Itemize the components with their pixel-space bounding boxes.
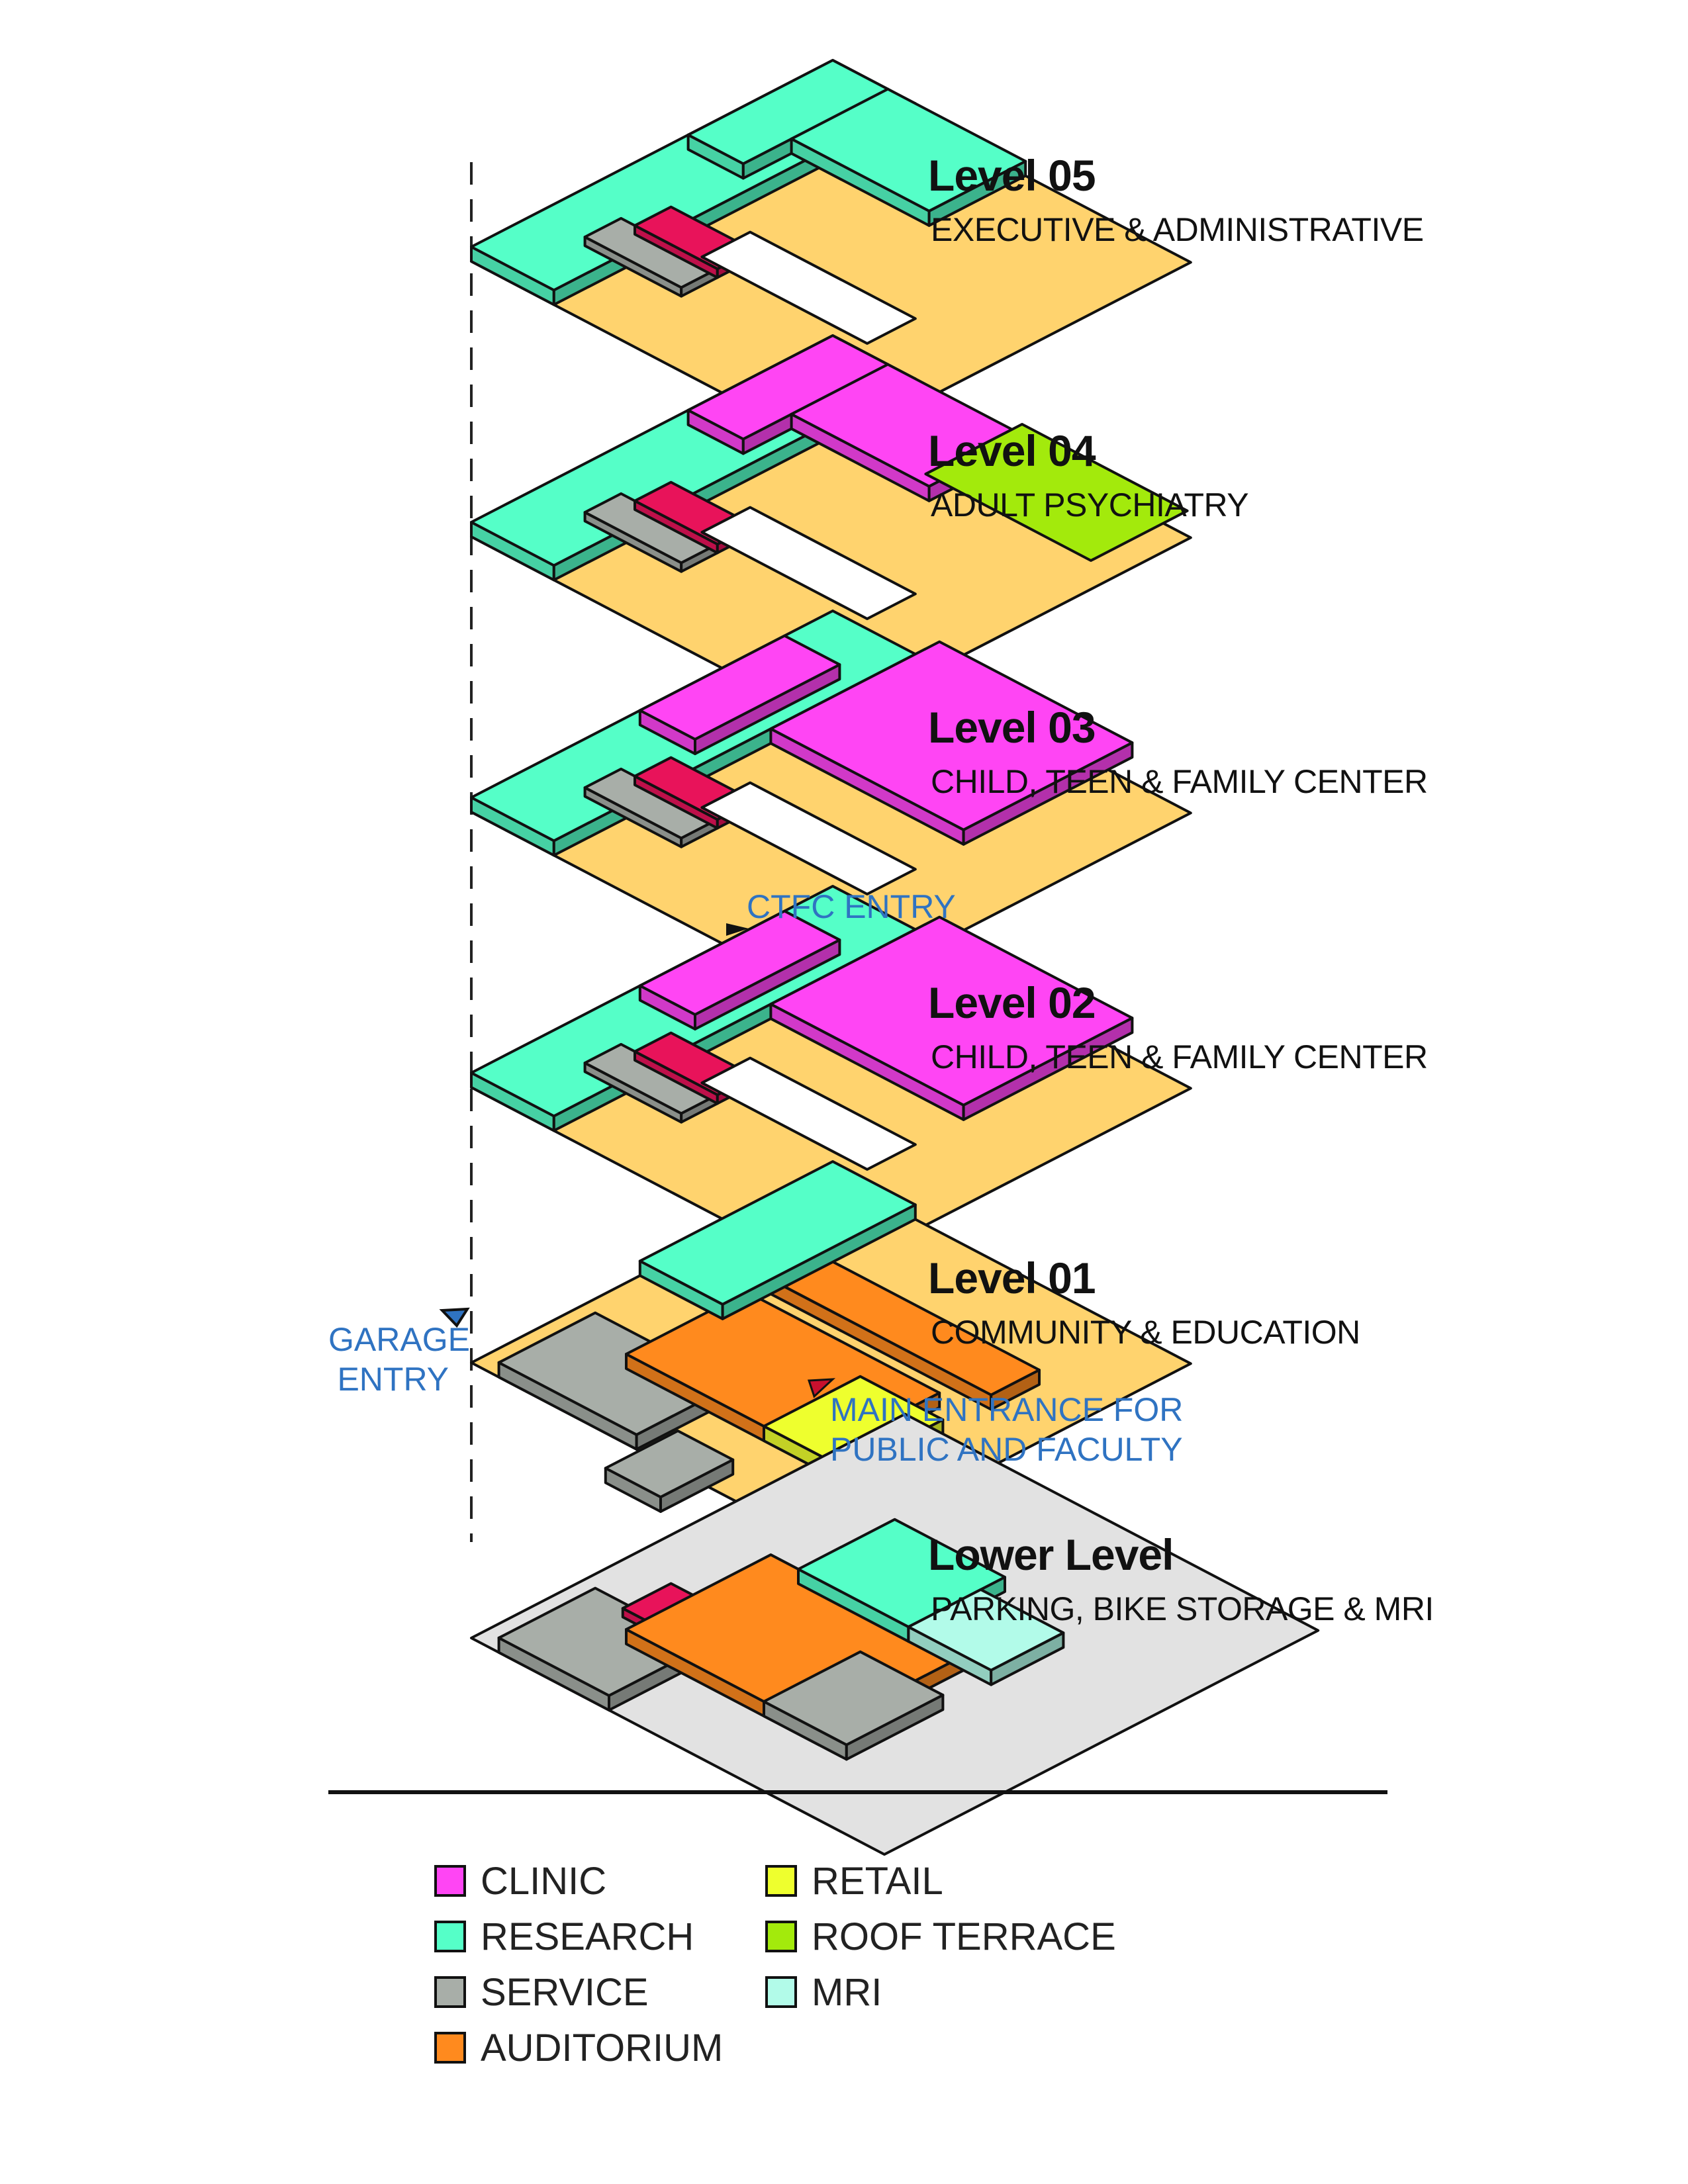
level-04-plate-block-6 <box>924 423 1189 562</box>
level-03-plate-block-5 <box>769 640 1134 831</box>
lower-level-plate-block-7 <box>604 1430 735 1498</box>
garage-entry-marker-icon <box>439 1307 470 1328</box>
level-05-subtitle: EXECUTIVE & ADMINISTRATIVE <box>931 211 1424 248</box>
level-01-subtitle: COMMUNITY & EDUCATION <box>931 1314 1360 1351</box>
level-05-plate <box>470 59 1192 451</box>
main-entrance-line-1: MAIN ENTRANCE FOR <box>830 1391 1184 1428</box>
level-02-title: Level 02 <box>928 978 1096 1027</box>
level-03-title: Level 03 <box>928 703 1096 752</box>
level-04-subtitle: ADULT PSYCHIATRY <box>931 486 1249 523</box>
level-03-plate-block-6 <box>700 781 917 895</box>
legend-swatch-service <box>434 1976 466 2008</box>
level-04-plate-block-7 <box>700 506 917 620</box>
garage-entry-line-1: GARAGE <box>328 1321 470 1358</box>
legend-label-mri: MRI <box>812 1971 882 2014</box>
level-03-plate-block-4 <box>638 634 841 741</box>
legend-divider <box>328 1790 1387 1794</box>
legend-label-retail: RETAIL <box>812 1860 943 1903</box>
level-02-plate-block-5 <box>769 915 1134 1107</box>
level-01-plate-block-4 <box>763 1375 945 1471</box>
legend-label-auditorium: AUDITORIUM <box>481 2026 724 2070</box>
legend-swatch-retail <box>765 1865 797 1897</box>
lower-level-plate-block-5 <box>797 1518 1006 1629</box>
level-03-subtitle: CHILD, TEEN & FAMILY CENTER <box>931 763 1428 800</box>
lower-level-subtitle: PARKING, BIKE STORAGE & MRI <box>931 1590 1434 1627</box>
level-03-plate <box>470 610 1192 1001</box>
level-04-title: Level 04 <box>928 426 1096 475</box>
level-01-title: Level 01 <box>928 1253 1096 1302</box>
level-01-plate-block-6 <box>638 1160 917 1306</box>
level-02-plate-block-6 <box>700 1056 917 1171</box>
legend-label-roof-terrace: ROOF TERRACE <box>812 1915 1116 1958</box>
legend-label-service: SERVICE <box>481 1971 649 2014</box>
level-04-plate <box>470 334 1192 726</box>
main-entrance-line-2: PUBLIC AND FACULTY <box>830 1431 1183 1468</box>
lower-level-plate-block-4 <box>763 1650 945 1747</box>
garage-entry-line-2: ENTRY <box>337 1361 449 1398</box>
lower-level-title: Lower Level <box>928 1530 1174 1579</box>
legend-swatch-clinic <box>434 1865 466 1897</box>
level-02-subtitle: CHILD, TEEN & FAMILY CENTER <box>931 1038 1428 1075</box>
level-02-plate <box>470 885 1192 1277</box>
legend-label-research: RESEARCH <box>481 1915 694 1958</box>
level-05-title: Level 05 <box>928 151 1096 200</box>
level-05-plate-block-6 <box>700 230 917 345</box>
main-entrance-marker-icon <box>807 1378 836 1398</box>
main-entrance-label: MAIN ENTRANCE FOR PUBLIC AND FACULTY <box>830 1390 1183 1469</box>
legend-swatch-mri <box>765 1976 797 2008</box>
ctfc-entry-marker-icon <box>726 923 749 936</box>
legend-label-clinic: CLINIC <box>481 1860 607 1903</box>
legend-swatch-roof-terrace <box>765 1921 797 1952</box>
lower-level-plate-block-6 <box>907 1588 1065 1672</box>
legend-swatch-auditorium <box>434 2032 466 2064</box>
garage-entry-label: GARAGE ENTRY <box>328 1320 470 1399</box>
lower-level-plate <box>470 1412 1320 1856</box>
legend-swatch-research <box>434 1921 466 1952</box>
level-05-plate-block-5 <box>790 87 1027 212</box>
level-02-plate-block-4 <box>638 909 841 1016</box>
ctfc-entry-label: CTFC ENTRY <box>747 888 956 925</box>
